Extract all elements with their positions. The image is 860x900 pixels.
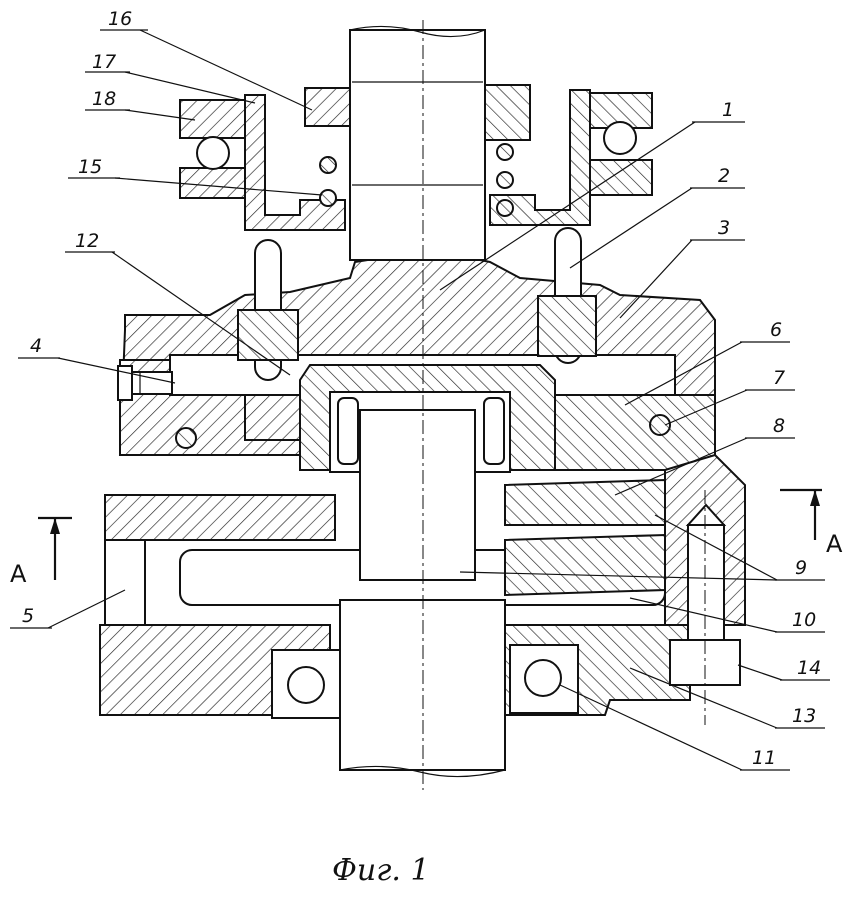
label-12: 12 <box>75 230 99 252</box>
balls-15 <box>319 143 514 217</box>
label-14: 14 <box>797 657 821 679</box>
pin-4 <box>117 365 173 401</box>
label-1: 1 <box>722 99 734 121</box>
section-mark-left: A <box>10 516 72 588</box>
gear-9-hatched <box>504 533 666 597</box>
figure-caption: Фиг. 1 <box>332 853 430 888</box>
top-flange-left <box>179 87 351 231</box>
seal-left <box>237 309 299 361</box>
label-3: 3 <box>718 217 730 239</box>
label-18: 18 <box>92 88 116 110</box>
label-4: 4 <box>30 335 42 357</box>
label-16: 16 <box>108 8 132 30</box>
label-13: 13 <box>792 705 816 727</box>
label-8: 8 <box>773 415 785 437</box>
o-ring-7 <box>649 414 671 436</box>
label-9: 9 <box>795 557 807 579</box>
bearing-11 <box>509 644 579 714</box>
label-15: 15 <box>78 156 102 178</box>
label-6: 6 <box>770 319 782 341</box>
section-letter-left: A <box>10 560 27 588</box>
post-5 <box>104 539 146 626</box>
screw-14 <box>669 503 741 686</box>
label-10: 10 <box>792 609 816 631</box>
label-2: 2 <box>718 165 730 187</box>
label-11: 11 <box>752 747 776 769</box>
part-labels: 16 17 18 15 12 4 5 1 2 3 6 7 8 9 10 14 1… <box>22 8 821 769</box>
seal-right <box>537 295 597 357</box>
bearing-left-bottom <box>271 649 343 719</box>
section-mark-right: A <box>780 488 843 558</box>
label-17: 17 <box>92 51 116 73</box>
section-letter-right: A <box>826 530 843 558</box>
leader-lines <box>10 29 830 771</box>
label-7: 7 <box>773 367 785 389</box>
o-ring-left <box>175 427 197 449</box>
label-5: 5 <box>22 605 34 627</box>
